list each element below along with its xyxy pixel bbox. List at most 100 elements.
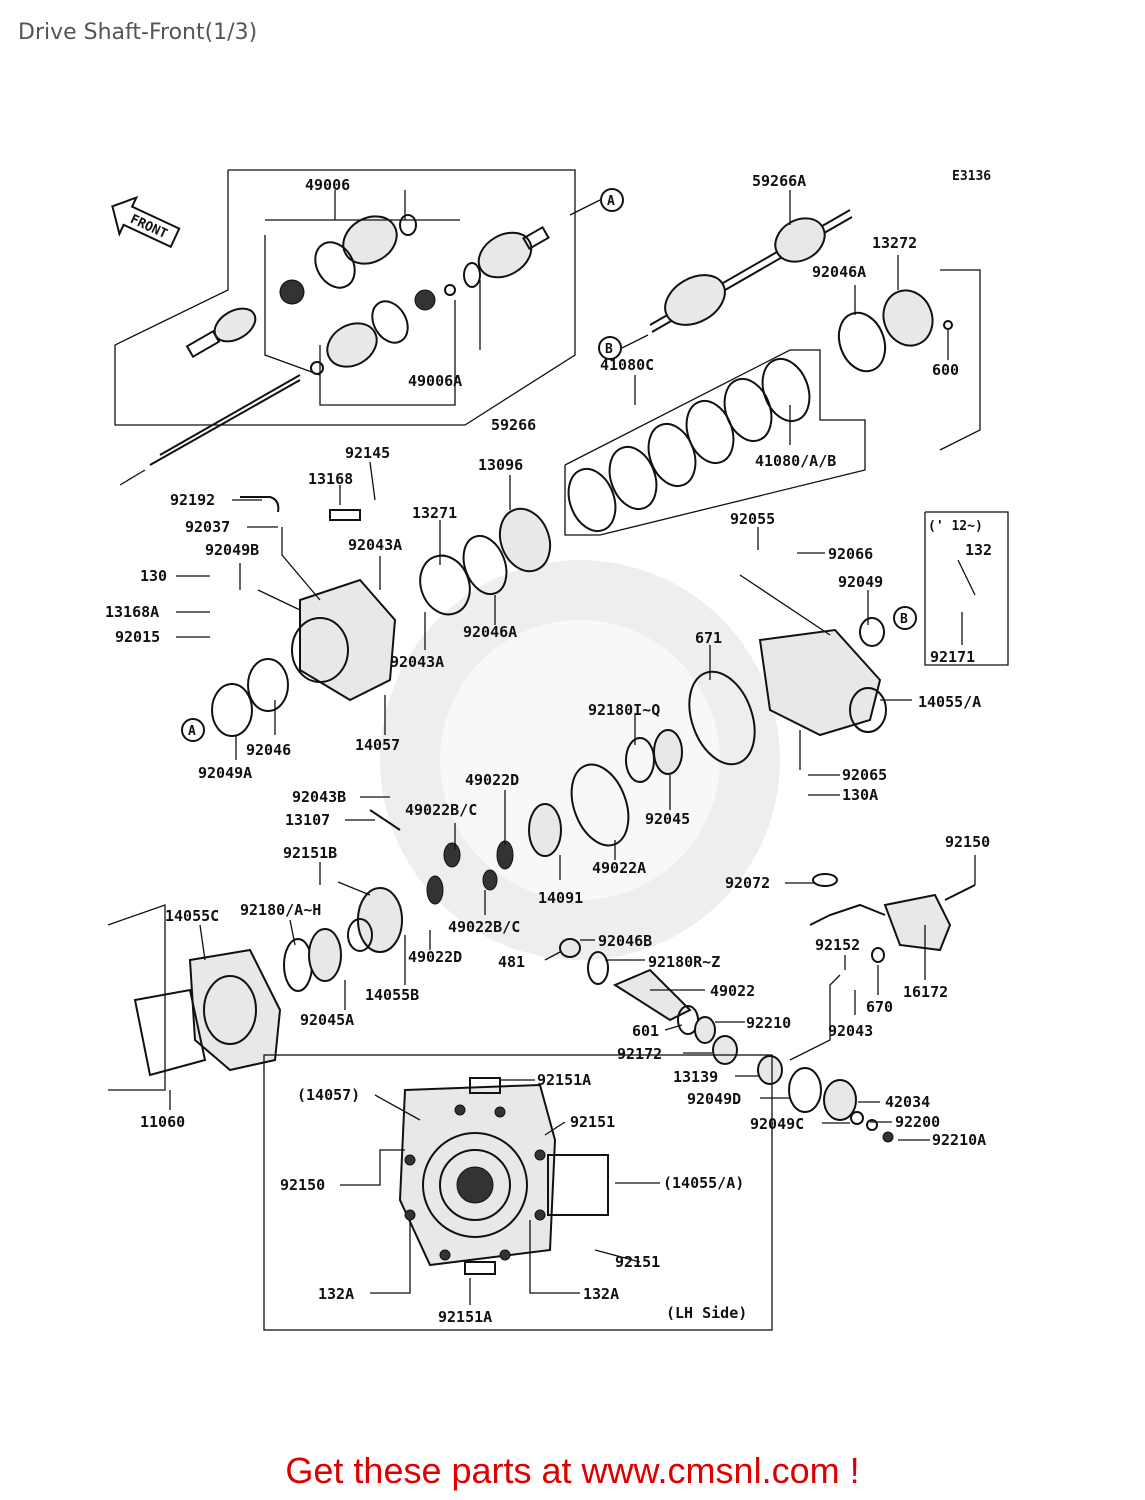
label-14057-paren: (14057) [297,1086,360,1104]
svg-text:B: B [605,342,613,357]
bushing-481 [559,938,581,958]
label-92210a: 92210A [932,1131,986,1149]
marker-b-top: B [598,336,622,360]
label-92046a-top: 92046A [812,263,866,281]
shaft-59266a [649,209,853,333]
label-92043: 92043 [828,1022,873,1040]
label-92045a: 92045A [300,1011,354,1029]
svg-text:A: A [607,194,615,209]
label-92180r-z: 92180R~Z [648,953,720,971]
housing-14055a [758,617,887,737]
marker-a-top: A [600,188,624,212]
label-49006a: 49006A [408,372,462,390]
svg-text:A: A [188,724,196,739]
label-92200: 92200 [895,1113,940,1131]
svg-text:B: B [900,612,908,627]
label-13096: 13096 [478,456,523,474]
label-92150-left: 92150 [280,1176,325,1194]
label-92065: 92065 [842,766,887,784]
label-132: 132 [965,541,992,559]
label-601: 601 [632,1022,659,1040]
label-16172: 16172 [903,983,948,1001]
label-92045-right: 92045 [645,810,690,828]
label-671: 671 [695,629,722,647]
label-49022d-a: 49022D [465,771,519,789]
bearing-cage [279,279,436,311]
label-13139: 13139 [673,1068,718,1086]
page-title: Drive Shaft-Front(1/3) [18,20,258,45]
label-92043a-a: 92043A [348,536,402,554]
shim-92180-ah [283,938,313,992]
label-11060: 11060 [140,1113,185,1131]
label-49022bc-b: 49022B/C [448,918,520,936]
label-92145: 92145 [345,444,390,462]
marker-a-left: A [181,718,205,742]
label-49022d-b: 49022D [408,948,462,966]
label-130: 130 [140,567,167,585]
clip-92072 [812,873,838,887]
lh-side-view-box [263,1054,773,1331]
seal-92046a [837,311,887,373]
label-14091: 14091 [538,889,583,907]
label-49006: 49006 [305,176,350,194]
pin-13107 [369,809,401,831]
shaft-group-outline [114,169,576,426]
pinion-49022 [612,968,692,1022]
label-92055: 92055 [730,510,775,528]
year-box [924,511,1009,666]
label-92043a-b: 92043A [390,653,444,671]
joint-42034 [823,1079,857,1121]
bearing-92045 [653,729,683,775]
label-92150-right: 92150 [945,833,990,851]
label-59266: 59266 [491,416,536,434]
label-92151a-top: 92151A [537,1071,591,1089]
label-92151b: 92151B [283,844,337,862]
fitting-13168 [329,509,361,521]
seal-92049d [788,1067,822,1113]
label-92037: 92037 [185,518,230,536]
coupling-13139 [757,1055,783,1085]
label-92015: 92015 [115,628,160,646]
seal-92046a-mid [462,534,508,596]
pin-92192 [240,496,280,513]
label-41080-ab: 41080/A/B [755,452,836,470]
label-132a-left: 132A [318,1285,354,1303]
label-92066: 92066 [828,545,873,563]
label-92046b: 92046B [598,932,652,950]
label-92172: 92172 [617,1045,662,1063]
label-14057: 14057 [355,736,400,754]
clutch-plates [567,358,811,532]
label-14055a: 14055/A [918,693,981,711]
label-14055c: 14055C [165,907,219,925]
front-label: FRONT [128,212,170,242]
clutch-group-outline [564,349,866,536]
label-49022bc-a: 49022B/C [405,801,477,819]
label-13168a: 13168A [105,603,159,621]
label-92043b: 92043B [292,788,346,806]
actuator-16172 [883,893,952,952]
watermark-logo [380,560,780,960]
footer-link-container: Get these parts at www.cmsnl.com ! [0,1450,1145,1492]
label-92049: 92049 [838,573,883,591]
label-13272: 13272 [872,234,917,252]
label-59266a: 59266A [752,172,806,190]
label-49022: 49022 [710,982,755,1000]
shim-92180-rz [587,951,609,985]
label-13107: 13107 [285,811,330,829]
label-92180-ah: 92180/A~H [240,901,321,919]
cover-13272 [882,289,934,347]
label-92049a: 92049A [198,764,252,782]
gasket-11060 [133,988,207,1077]
label-49022a: 49022A [592,859,646,877]
nut-92172 [712,1035,738,1065]
label-92152: 92152 [815,936,860,954]
label-92049d: 92049D [687,1090,741,1108]
footer-link[interactable]: Get these parts at www.cmsnl.com ! [285,1450,860,1491]
label-132a-right: 132A [583,1285,619,1303]
label-92151-a: 92151 [570,1113,615,1131]
lh-side-housing [398,1077,609,1275]
diff-14091 [528,803,562,857]
label-92151-b: 92151 [615,1253,660,1271]
